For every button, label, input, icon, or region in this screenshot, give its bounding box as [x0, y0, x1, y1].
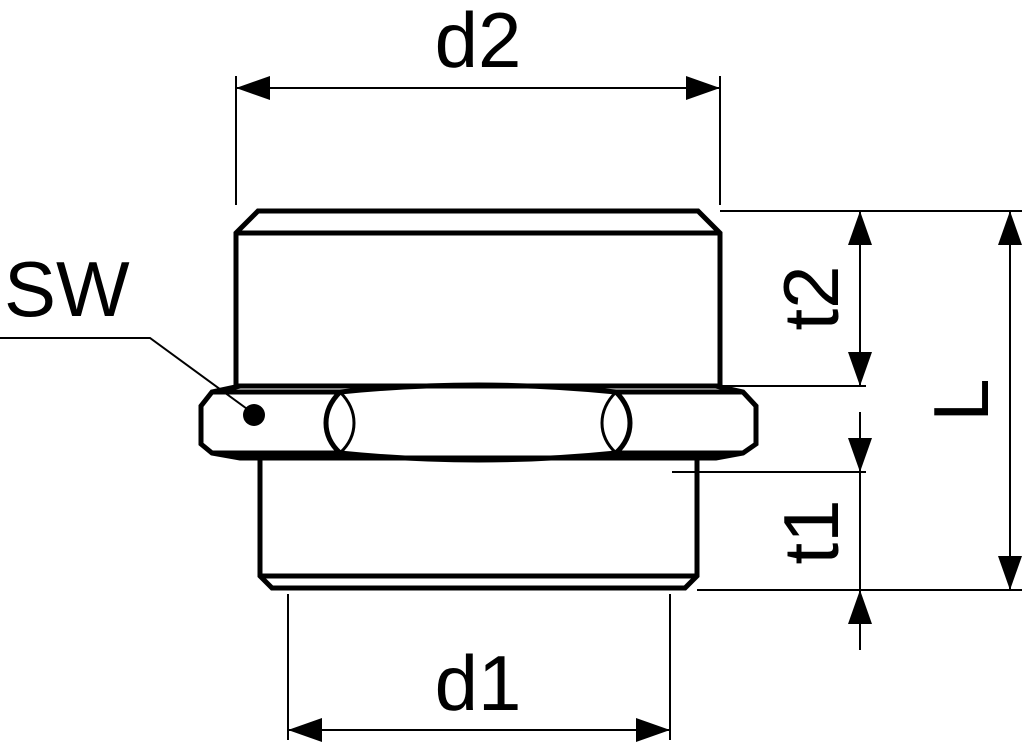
lower-thread-section [257, 455, 700, 591]
hex-collar [198, 382, 759, 463]
upper-thread-section [233, 208, 723, 389]
label-L: L [917, 378, 1005, 421]
label-t1: t1 [767, 499, 855, 564]
leader-dot [243, 404, 265, 426]
arrowhead-top [848, 438, 872, 472]
arrowhead-bottom [848, 590, 872, 624]
fitting-body [198, 208, 759, 591]
arrowhead-bottom [848, 352, 872, 386]
leader-SW: SW [0, 245, 265, 426]
arrowhead-left [236, 76, 270, 100]
label-d1: d1 [435, 639, 522, 727]
arrowhead-top [998, 211, 1022, 245]
dimension-t1: t1 [767, 412, 872, 650]
arrowhead-top [848, 211, 872, 245]
arrowhead-right [686, 76, 720, 100]
dimension-d2: d2 [235, 0, 721, 205]
dimension-t2: t2 [767, 211, 872, 386]
label-d2: d2 [435, 0, 522, 84]
arrowhead-right [636, 718, 670, 742]
arrowhead-bottom [998, 556, 1022, 590]
label-SW: SW [4, 245, 130, 333]
label-t2: t2 [767, 265, 855, 330]
dimension-d1: d1 [287, 594, 671, 742]
arrowhead-left [288, 718, 322, 742]
dimension-L: L [917, 211, 1022, 590]
